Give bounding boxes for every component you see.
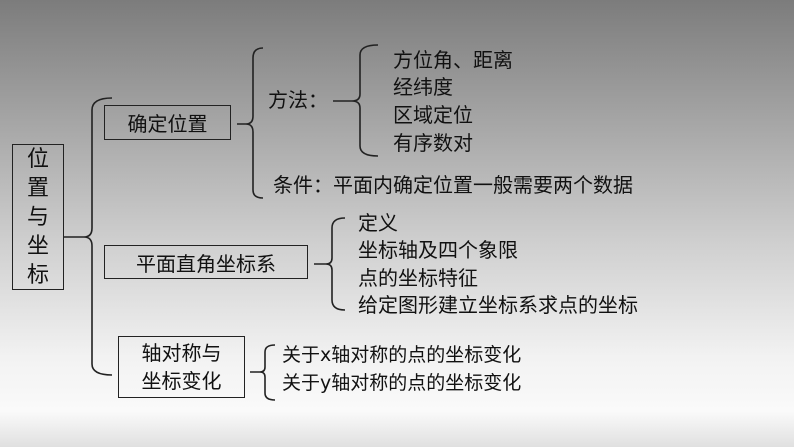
branch2-brace <box>314 217 346 311</box>
method-item: 有序数对 <box>393 131 473 155</box>
root-brace <box>64 97 113 376</box>
root-topic-box: 位 置 与 坐 标 <box>12 144 64 290</box>
method-item: 区域定位 <box>393 103 473 127</box>
branch3-item: 关于y轴对称的点的坐标变化 <box>282 372 522 394</box>
branch2-item: 给定图形建立坐标系求点的坐标 <box>358 293 638 317</box>
branch3-box: 轴对称与 坐标变化 <box>118 336 245 398</box>
branch1-box: 确定位置 <box>104 105 231 140</box>
branch3-label-line: 坐标变化 <box>141 369 222 393</box>
root-char: 置 <box>26 175 49 201</box>
condition-text: 条件：平面内确定位置一般需要两个数据 <box>273 173 633 197</box>
branch1-label: 确定位置 <box>127 112 208 136</box>
branch2-item: 点的坐标特征 <box>358 266 478 290</box>
branch3-item: 关于x轴对称的点的坐标变化 <box>282 344 522 366</box>
branch2-item: 坐标轴及四个象限 <box>358 238 518 262</box>
branch2-item: 定义 <box>358 211 398 235</box>
root-char: 位 <box>26 146 49 172</box>
branch1-brace <box>237 47 264 199</box>
root-char: 坐 <box>26 233 49 259</box>
method-label: 方法： <box>268 88 328 112</box>
method-brace <box>333 44 379 157</box>
branch3-label-line: 轴对称与 <box>141 341 222 365</box>
method-item: 经纬度 <box>393 75 453 99</box>
branch2-label: 平面直角坐标系 <box>136 251 276 276</box>
branch3-brace <box>250 344 276 401</box>
method-item: 方位角、距离 <box>393 48 513 72</box>
root-char: 标 <box>26 262 49 288</box>
root-char: 与 <box>26 204 49 230</box>
branch2-box: 平面直角坐标系 <box>104 245 308 279</box>
